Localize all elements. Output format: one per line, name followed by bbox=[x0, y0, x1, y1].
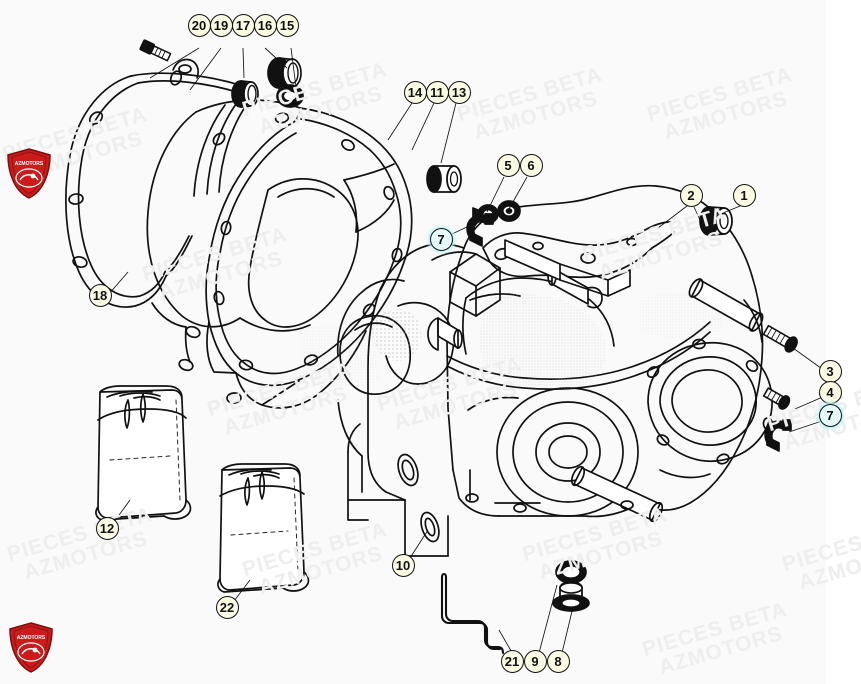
callout-12[interactable]: 12 bbox=[95, 516, 119, 540]
leader-line-16 bbox=[264, 47, 288, 69]
callout-7[interactable]: 7 bbox=[818, 403, 842, 427]
leader-line-7 bbox=[788, 419, 826, 433]
callout-11[interactable]: 11 bbox=[425, 80, 449, 104]
leader-line-1 bbox=[715, 205, 741, 217]
leader-line-8 bbox=[561, 606, 574, 654]
leader-line-19 bbox=[189, 47, 222, 91]
callout-7[interactable]: 7 bbox=[429, 227, 453, 251]
leader-line-6 bbox=[508, 176, 528, 210]
leader-line-20 bbox=[149, 47, 200, 79]
callout-4[interactable]: 4 bbox=[818, 380, 842, 404]
callout-22[interactable]: 22 bbox=[215, 595, 239, 619]
callout-15[interactable]: 15 bbox=[275, 13, 299, 37]
callout-20[interactable]: 20 bbox=[187, 13, 211, 37]
callout-10[interactable]: 10 bbox=[391, 553, 415, 577]
callout-8[interactable]: 8 bbox=[546, 649, 570, 673]
leader-line-10 bbox=[409, 529, 429, 559]
callout-19[interactable]: 19 bbox=[209, 13, 233, 37]
callout-13[interactable]: 13 bbox=[447, 80, 471, 104]
callout-9[interactable]: 9 bbox=[523, 649, 547, 673]
callout-21[interactable]: 21 bbox=[500, 649, 524, 673]
leader-line-12 bbox=[113, 499, 131, 523]
callout-2[interactable]: 2 bbox=[679, 183, 703, 207]
leader-line-13 bbox=[440, 102, 457, 164]
leader-line-5 bbox=[486, 176, 505, 213]
callout-16[interactable]: 16 bbox=[253, 13, 277, 37]
leader-line-2 bbox=[657, 205, 688, 229]
callout-6[interactable]: 6 bbox=[519, 153, 543, 177]
leader-line-14 bbox=[387, 102, 413, 141]
svg-text:AZMOTORS: AZMOTORS bbox=[17, 635, 46, 641]
leader-line-17 bbox=[242, 47, 245, 79]
leader-line-7 bbox=[451, 218, 485, 235]
callout-3[interactable]: 3 bbox=[818, 359, 842, 383]
azmotors-shield-top-icon: AZMOTORS bbox=[6, 148, 52, 200]
azmotors-shield-bottom-icon: AZMOTORS bbox=[8, 622, 54, 674]
leader-line-9 bbox=[538, 584, 558, 654]
leader-line-22 bbox=[233, 579, 251, 602]
callout-1[interactable]: 1 bbox=[732, 183, 756, 207]
callout-14[interactable]: 14 bbox=[403, 80, 427, 104]
callout-5[interactable]: 5 bbox=[496, 153, 520, 177]
callout-17[interactable]: 17 bbox=[231, 13, 255, 37]
leader-line-11 bbox=[411, 102, 435, 151]
svg-text:AZMOTORS: AZMOTORS bbox=[15, 161, 44, 167]
leader-line-15 bbox=[290, 47, 298, 96]
callout-18[interactable]: 18 bbox=[88, 283, 112, 307]
